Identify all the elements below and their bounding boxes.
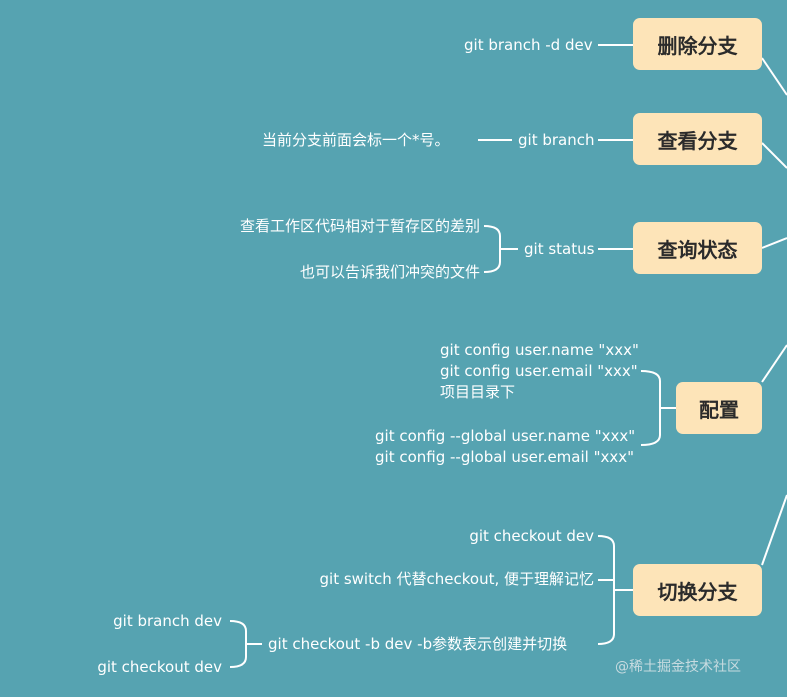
switch-command-2: git switch 代替checkout, 便于理解记忆 [319,570,594,588]
view-branch-command: git branch [518,131,595,149]
node-config-title: 配置 [699,397,739,422]
node-query-status: 查询状态 [633,222,762,274]
config-local-3: 项目目录下 [440,383,516,401]
switch-command-3: git checkout -b dev -b参数表示创建并切换 [268,635,568,653]
trunk-line-status [761,237,787,249]
query-status-note-1: 查看工作区代码相对于暂存区的差别 [239,217,480,235]
bracket-status [483,225,518,273]
config-local-2: git config user.email "xxx" [440,362,638,380]
query-status-note-2: 也可以告诉我们冲突的文件 [299,263,480,281]
node-switch-branch: 切换分支 [633,564,762,616]
switch-sub-2: git checkout dev [97,658,222,676]
bracket-sub [229,620,262,668]
config-global-1: git config --global user.name "xxx" [375,427,636,445]
delete-branch-command: git branch -d dev [464,36,593,54]
bracket-config [640,370,661,446]
trunk-line-config [761,344,787,383]
trunk-line-view [761,142,787,169]
node-delete-branch-title: 删除分支 [657,33,738,58]
switch-command-1: git checkout dev [469,527,594,545]
view-branch-note: 当前分支前面会标一个*号。 [262,131,450,149]
config-global-2: git config --global user.email "xxx" [375,448,635,466]
switch-sub-1: git branch dev [113,612,222,630]
node-config: 配置 [676,382,762,434]
config-local-1: git config user.name "xxx" [440,341,639,359]
node-delete-branch: 删除分支 [633,18,762,70]
node-query-status-title: 查询状态 [657,237,738,262]
trunk-line-delete [761,57,787,96]
node-view-branch-title: 查看分支 [657,128,738,153]
node-view-branch: 查看分支 [633,113,762,165]
query-status-command: git status [524,240,595,258]
bracket-switch [597,535,633,645]
watermark: @稀土掘金技术社区 [615,659,741,675]
trunk-line-switch [761,494,787,566]
node-switch-branch-title: 切换分支 [657,579,738,604]
